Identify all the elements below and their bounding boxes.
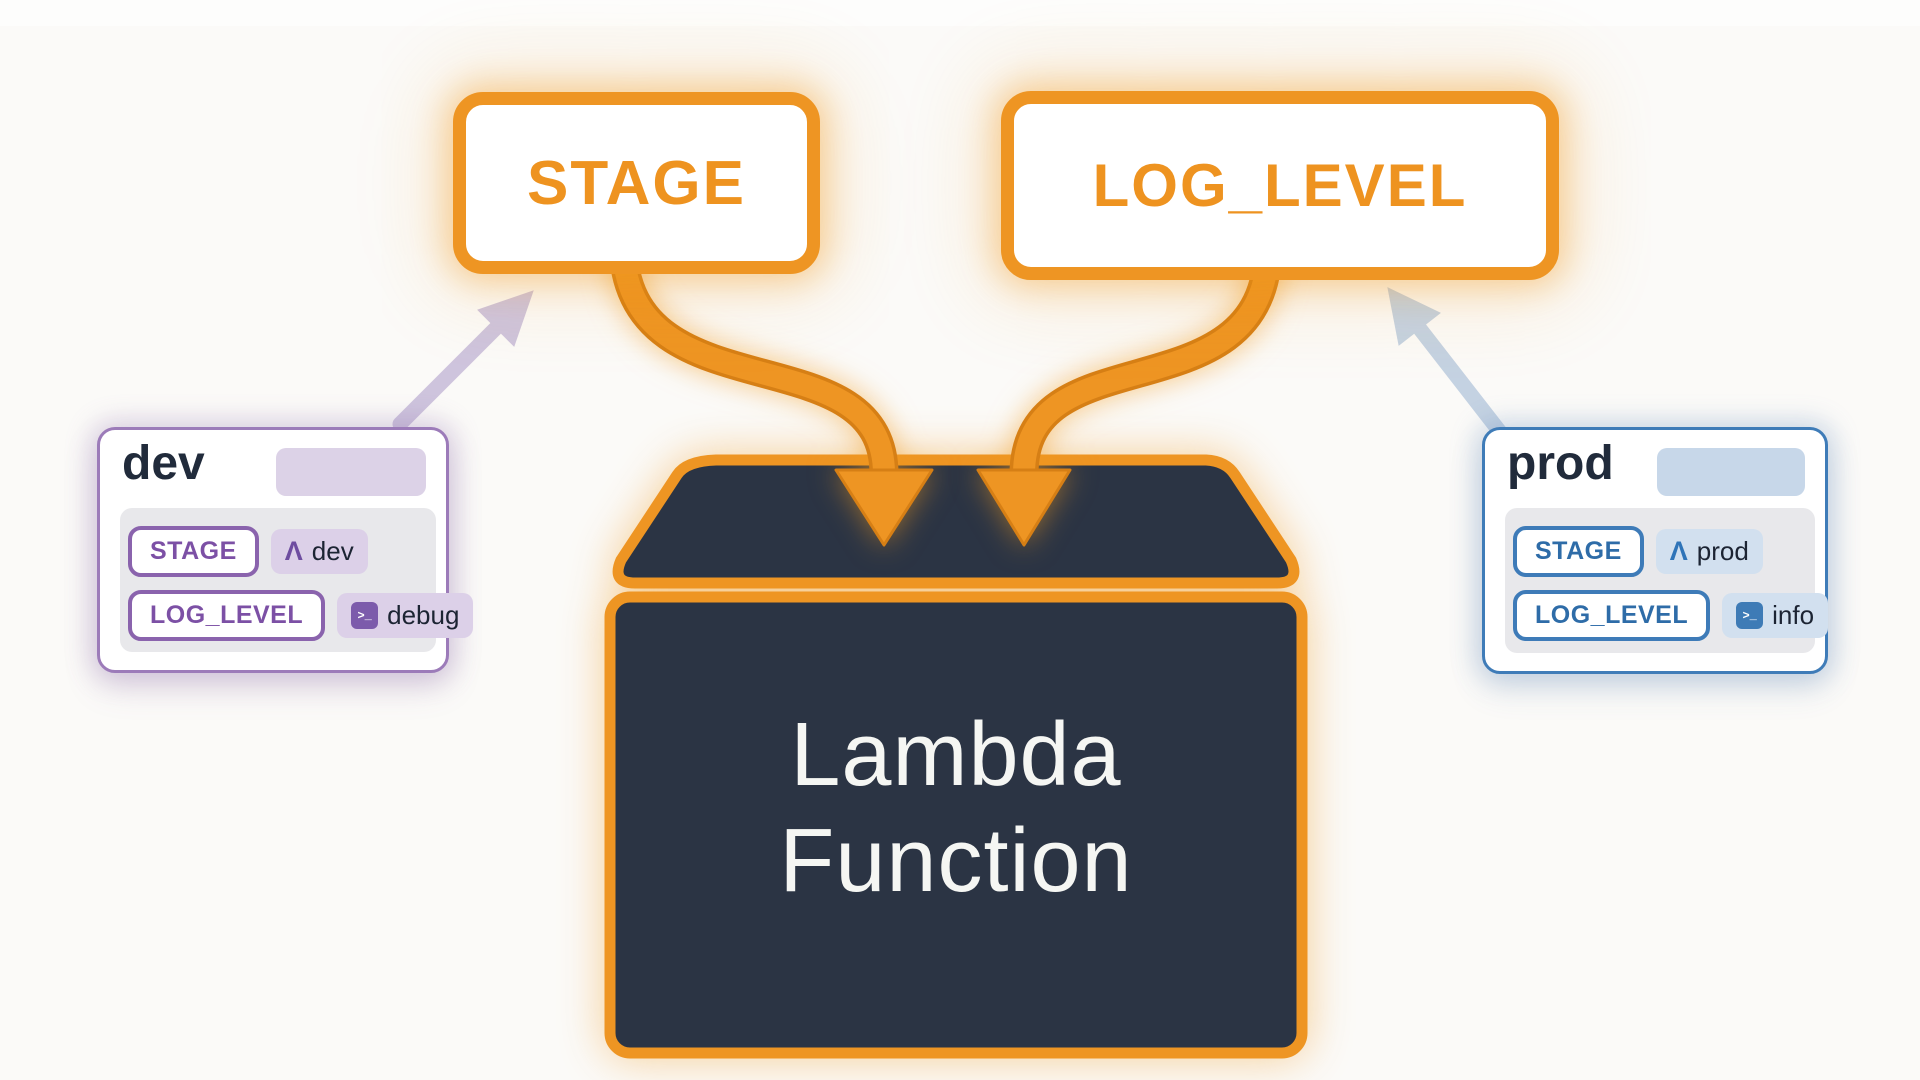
lambda-lid <box>612 454 1300 589</box>
stage-pipe-arrowhead <box>834 468 934 547</box>
lambda-label-line2: Function <box>779 811 1133 912</box>
prod-stage-value: prod <box>1696 536 1749 566</box>
lambda-body <box>604 591 1308 1059</box>
prod-loglevel-row: LOG_LEVEL >_ info <box>1513 590 1829 641</box>
lambda-icon: Λ <box>1669 536 1688 566</box>
prod-stage-key-pill: STAGE <box>1513 526 1644 577</box>
dev-loglevel-key-pill: LOG_LEVEL <box>128 590 326 641</box>
loglevel-pipe-connector <box>976 231 1283 547</box>
stage-pipe-connector <box>608 227 934 547</box>
prod-to-loglevel-arrow <box>1387 287 1508 440</box>
loglevel-pipe-arrowhead <box>976 468 1072 547</box>
lambda-label-line1: Lambda <box>790 705 1122 805</box>
env-var-box-loglevel: LOG_LEVEL <box>1001 91 1559 280</box>
dev-card-title: dev <box>122 437 205 490</box>
dev-loglevel-row: LOG_LEVEL >_ debug <box>128 590 474 641</box>
dev-stage-value: dev <box>311 536 354 566</box>
dev-card-placeholder-bar <box>276 448 426 496</box>
prod-card-env-panel: STAGE Λ prod LOG_LEVEL >_ info <box>1505 508 1829 653</box>
dev-loglevel-value-pill: >_ debug <box>337 593 474 638</box>
prod-loglevel-value-pill: >_ info <box>1722 593 1829 638</box>
dev-stage-row: STAGE Λ dev <box>128 526 428 577</box>
dev-env-card: dev STAGE Λ dev LOG_LEVEL >_ debug <box>97 427 474 673</box>
lambda-function-label: Lambda Function <box>610 702 1302 914</box>
prod-card-placeholder-bar <box>1657 448 1805 496</box>
prod-env-card: prod STAGE Λ prod LOG_LEVEL >_ info <box>1482 427 1829 674</box>
dev-loglevel-value: debug <box>387 600 460 630</box>
dev-stage-value-pill: Λ dev <box>270 529 368 574</box>
prod-stage-row: STAGE Λ prod <box>1513 526 1807 577</box>
env-var-box-stage: STAGE <box>453 92 820 274</box>
terminal-icon: >_ <box>351 602 379 629</box>
terminal-icon: >_ <box>1736 602 1764 629</box>
prod-loglevel-key-pill: LOG_LEVEL <box>1513 590 1711 641</box>
env-var-box-loglevel-label: LOG_LEVEL <box>1092 152 1468 219</box>
dev-stage-key-pill: STAGE <box>128 526 259 577</box>
prod-loglevel-value: info <box>1772 600 1815 630</box>
dev-card-env-panel: STAGE Λ dev LOG_LEVEL >_ debug <box>120 508 474 652</box>
prod-card-title: prod <box>1507 437 1614 490</box>
dev-to-stage-arrow <box>392 290 534 432</box>
prod-stage-value-pill: Λ prod <box>1655 529 1763 574</box>
lambda-function-shape <box>604 454 1308 1059</box>
env-var-box-stage-label: STAGE <box>527 148 746 218</box>
lambda-icon: Λ <box>284 536 303 566</box>
